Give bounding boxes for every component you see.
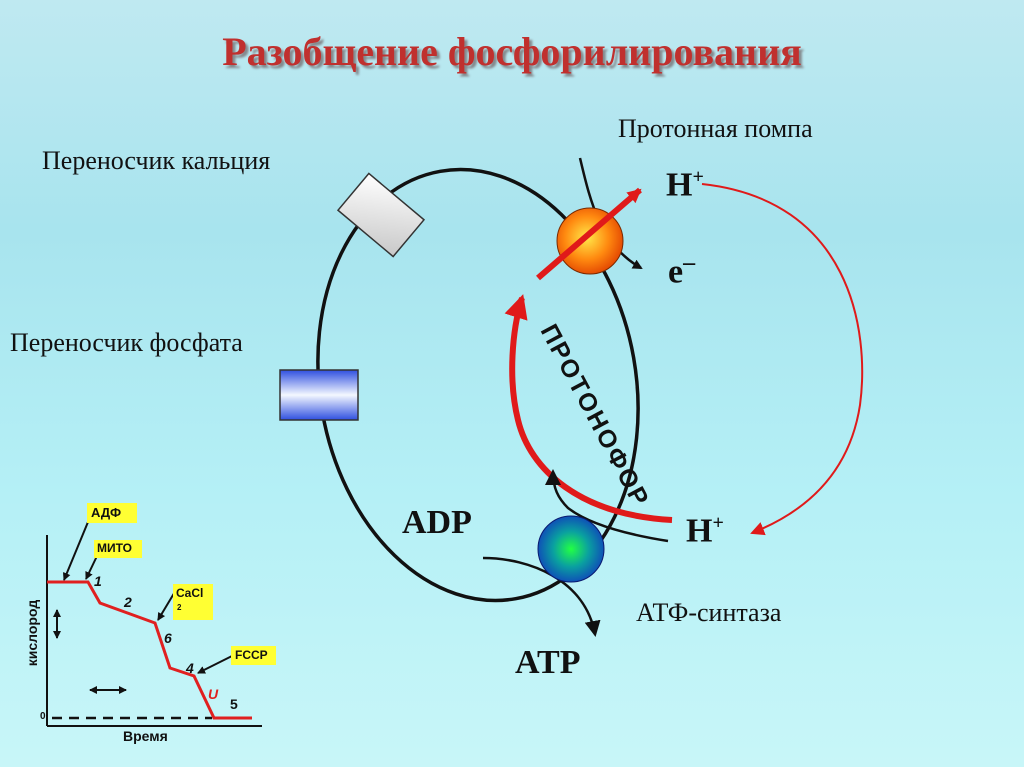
graph-segment-1: 1 — [94, 573, 102, 589]
h-plus-top-label: H+ — [666, 166, 704, 204]
calcium-carrier-label: Переносчик кальция — [42, 146, 271, 175]
h-plus-bottom-symbol: H — [686, 512, 713, 550]
cacl-callout-subscript: 2 — [177, 603, 182, 612]
proton-return-arrow — [701, 183, 864, 536]
electron-sign: – — [683, 250, 696, 276]
proton-pump-sphere — [556, 207, 624, 275]
adf-callout-label: АДФ — [91, 505, 122, 520]
page-title: Разобщение фосфорилирования — [222, 29, 802, 74]
protonophore-arrow — [504, 294, 673, 523]
graph-segment-6: 6 — [164, 630, 172, 646]
graph-segment-4: 4 — [186, 660, 194, 676]
proton-pump-red-arrow — [536, 187, 642, 281]
phosphate-carrier-label: Переносчик фосфата — [10, 328, 243, 357]
proton-pump-label: Протонная помпа — [618, 114, 813, 143]
atp-label: ATP — [515, 644, 581, 681]
graph-segment-u: U — [208, 686, 219, 702]
graph-y-label: кислород — [24, 599, 40, 667]
adp-label: ADP — [402, 504, 472, 541]
electron-symbol: e — [668, 253, 684, 291]
atp-synthase-label: АТФ-синтаза — [636, 598, 782, 627]
h-plus-bottom-sign: + — [712, 512, 724, 534]
fccp-callout-label: FCCP — [235, 648, 268, 662]
h-plus-bottom-label: H+ — [686, 512, 724, 550]
atp-synthase-sphere — [537, 515, 605, 583]
synthase-proton-arrow — [545, 469, 669, 543]
calcium-carrier-box — [336, 172, 426, 258]
h-plus-top-symbol: H — [666, 166, 693, 204]
mito-callout-label: МИТО — [97, 541, 132, 555]
cacl-callout-label: CaCl — [176, 586, 204, 600]
h-plus-top-sign: + — [692, 166, 704, 188]
graph-segment-5: 5 — [230, 696, 238, 712]
graph-segment-2: 2 — [124, 594, 132, 610]
graph-x-label: Время — [123, 728, 168, 744]
electron-label: e– — [668, 250, 695, 291]
phosphate-carrier-box — [279, 369, 359, 421]
graph-zero-label: 0 — [40, 711, 46, 722]
